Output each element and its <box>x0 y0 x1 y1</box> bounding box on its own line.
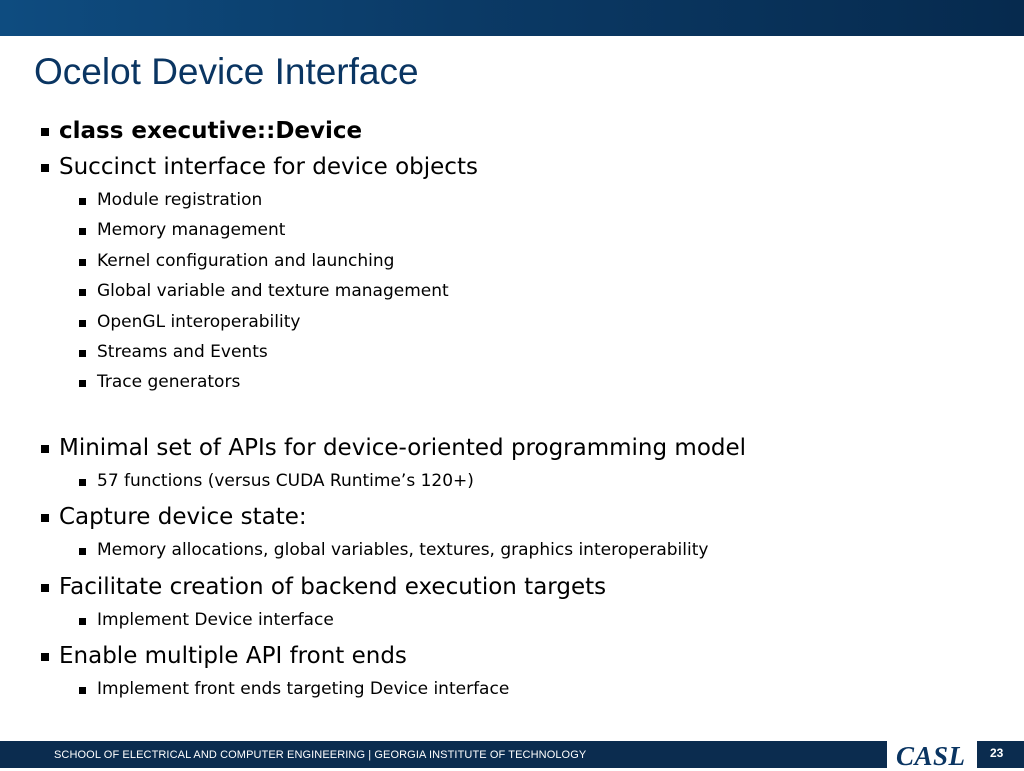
sub-bullet-kernel-configuration: Kernel configuration and launching <box>76 246 998 276</box>
square-bullet-icon <box>41 444 49 453</box>
bullet-text: Capture device state: <box>59 504 307 531</box>
sub-bullet-memory-allocations: Memory allocations, global variables, te… <box>76 535 998 565</box>
bullet-text: Minimal set of APIs for device-oriented … <box>59 434 747 461</box>
square-bullet-icon <box>79 380 86 388</box>
square-bullet-icon <box>41 164 49 172</box>
bullet-text: Implement Device interface <box>97 609 334 630</box>
bullet-text: Memory management <box>97 220 286 241</box>
bullet-text: Enable multiple API front ends <box>59 643 407 670</box>
bullet-text: OpenGL interoperability <box>97 311 301 332</box>
slide-content: class executive::Device Succinct interfa… <box>38 113 998 704</box>
square-bullet-icon <box>79 350 86 358</box>
sub-bullet-memory-management: Memory management <box>76 215 998 245</box>
square-bullet-icon <box>79 687 86 695</box>
bullet-backend-targets: Facilitate creation of backend execution… <box>38 569 998 605</box>
bullet-text: Kernel configuration and launching <box>97 250 395 271</box>
sub-bullet-module-registration: Module registration <box>76 185 998 215</box>
bullet-text: Streams and Events <box>97 342 268 363</box>
sub-bullet-opengl: OpenGL interoperability <box>76 307 998 337</box>
sub-bullet-global-variable: Global variable and texture management <box>76 276 998 306</box>
square-bullet-icon <box>79 478 86 486</box>
bullet-text: Module registration <box>97 190 263 210</box>
square-bullet-icon <box>79 198 86 205</box>
bullet-text: Succinct interface for device objects <box>59 154 478 180</box>
square-bullet-icon <box>79 228 86 236</box>
bullet-minimal-apis: Minimal set of APIs for device-oriented … <box>38 430 998 466</box>
square-bullet-icon <box>79 289 86 297</box>
casl-logo: CASL <box>887 741 977 771</box>
footer-bar: SCHOOL OF ELECTRICAL AND COMPUTER ENGINE… <box>0 741 1024 768</box>
footer-text: SCHOOL OF ELECTRICAL AND COMPUTER ENGINE… <box>54 749 587 761</box>
top-header-band <box>0 0 1024 36</box>
square-bullet-icon <box>41 653 49 662</box>
bullet-capture-state: Capture device state: <box>38 499 998 535</box>
bullet-multiple-front-ends: Enable multiple API front ends <box>38 638 998 674</box>
square-bullet-icon <box>41 583 49 592</box>
bullet-text: Implement front ends targeting Device in… <box>97 679 510 700</box>
bullet-text: Memory allocations, global variables, te… <box>97 540 709 561</box>
page-number: 23 <box>990 746 1004 760</box>
square-bullet-icon <box>41 128 49 136</box>
sub-bullet-front-ends-device: Implement front ends targeting Device in… <box>76 674 998 704</box>
bullet-text: Global variable and texture management <box>97 281 449 302</box>
sub-bullet-implement-device: Implement Device interface <box>76 605 998 635</box>
bullet-text: class executive::Device <box>59 118 363 144</box>
bullet-text: Facilitate creation of backend execution… <box>59 573 607 600</box>
casl-logo-text: CASL <box>896 741 966 771</box>
bullet-text: Trace generators <box>97 372 241 393</box>
sub-bullet-trace-generators: Trace generators <box>76 367 998 397</box>
sub-bullet-57-functions: 57 functions (versus CUDA Runtime’s 120+… <box>76 466 998 496</box>
bullet-text: 57 functions (versus CUDA Runtime’s 120+… <box>97 470 474 491</box>
slide-title: Ocelot Device Interface <box>34 51 419 92</box>
square-bullet-icon <box>79 548 86 556</box>
square-bullet-icon <box>79 258 86 266</box>
spacer <box>38 398 998 430</box>
square-bullet-icon <box>79 617 86 625</box>
bullet-succinct-interface: Succinct interface for device objects <box>38 149 998 185</box>
sub-bullet-streams-events: Streams and Events <box>76 337 998 367</box>
square-bullet-icon <box>41 514 49 523</box>
bullet-class-device: class executive::Device <box>38 113 998 149</box>
square-bullet-icon <box>79 319 86 327</box>
